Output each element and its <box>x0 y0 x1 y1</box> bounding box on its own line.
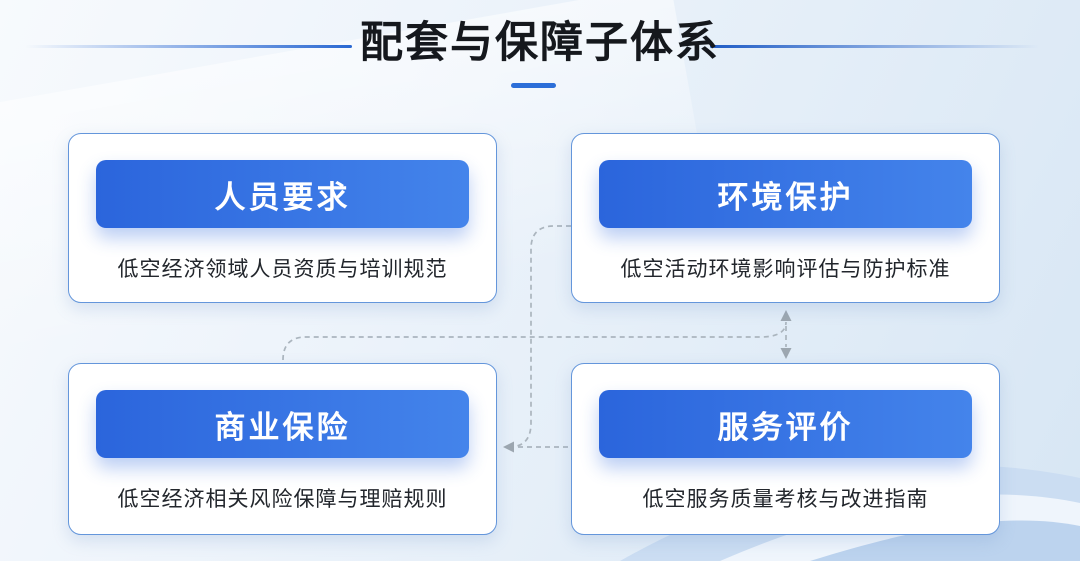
page-title: 配套与保障子体系 <box>360 19 720 67</box>
card-service: 服务评价 低空服务质量考核与改进指南 <box>571 363 1000 535</box>
title-rule-right <box>710 45 1040 48</box>
card-environment-desc: 低空活动环境影响评估与防护标准 <box>620 258 951 281</box>
arrowhead-left <box>503 441 514 453</box>
connector-insurance-to-right-column <box>282 321 787 361</box>
card-personnel-header: 人员要求 <box>96 160 469 228</box>
title-rule-left <box>25 45 352 48</box>
connector-environment-to-insurance <box>508 225 571 448</box>
card-insurance-header: 商业保险 <box>96 390 469 458</box>
card-service-desc: 低空服务质量考核与改进指南 <box>642 488 929 511</box>
card-personnel: 人员要求 低空经济领域人员资质与培训规范 <box>68 133 497 303</box>
arrowhead-up <box>780 310 792 321</box>
title-underline <box>511 83 556 88</box>
card-insurance-desc: 低空经济相关风险保障与理赔规则 <box>117 488 448 511</box>
card-service-header: 服务评价 <box>599 390 972 458</box>
card-environment: 环境保护 低空活动环境影响评估与防护标准 <box>571 133 1000 303</box>
card-personnel-desc: 低空经济领域人员资质与培训规范 <box>117 258 448 281</box>
arrowhead-down <box>780 348 792 359</box>
card-insurance: 商业保险 低空经济相关风险保障与理赔规则 <box>68 363 497 535</box>
card-environment-header: 环境保护 <box>599 160 972 228</box>
